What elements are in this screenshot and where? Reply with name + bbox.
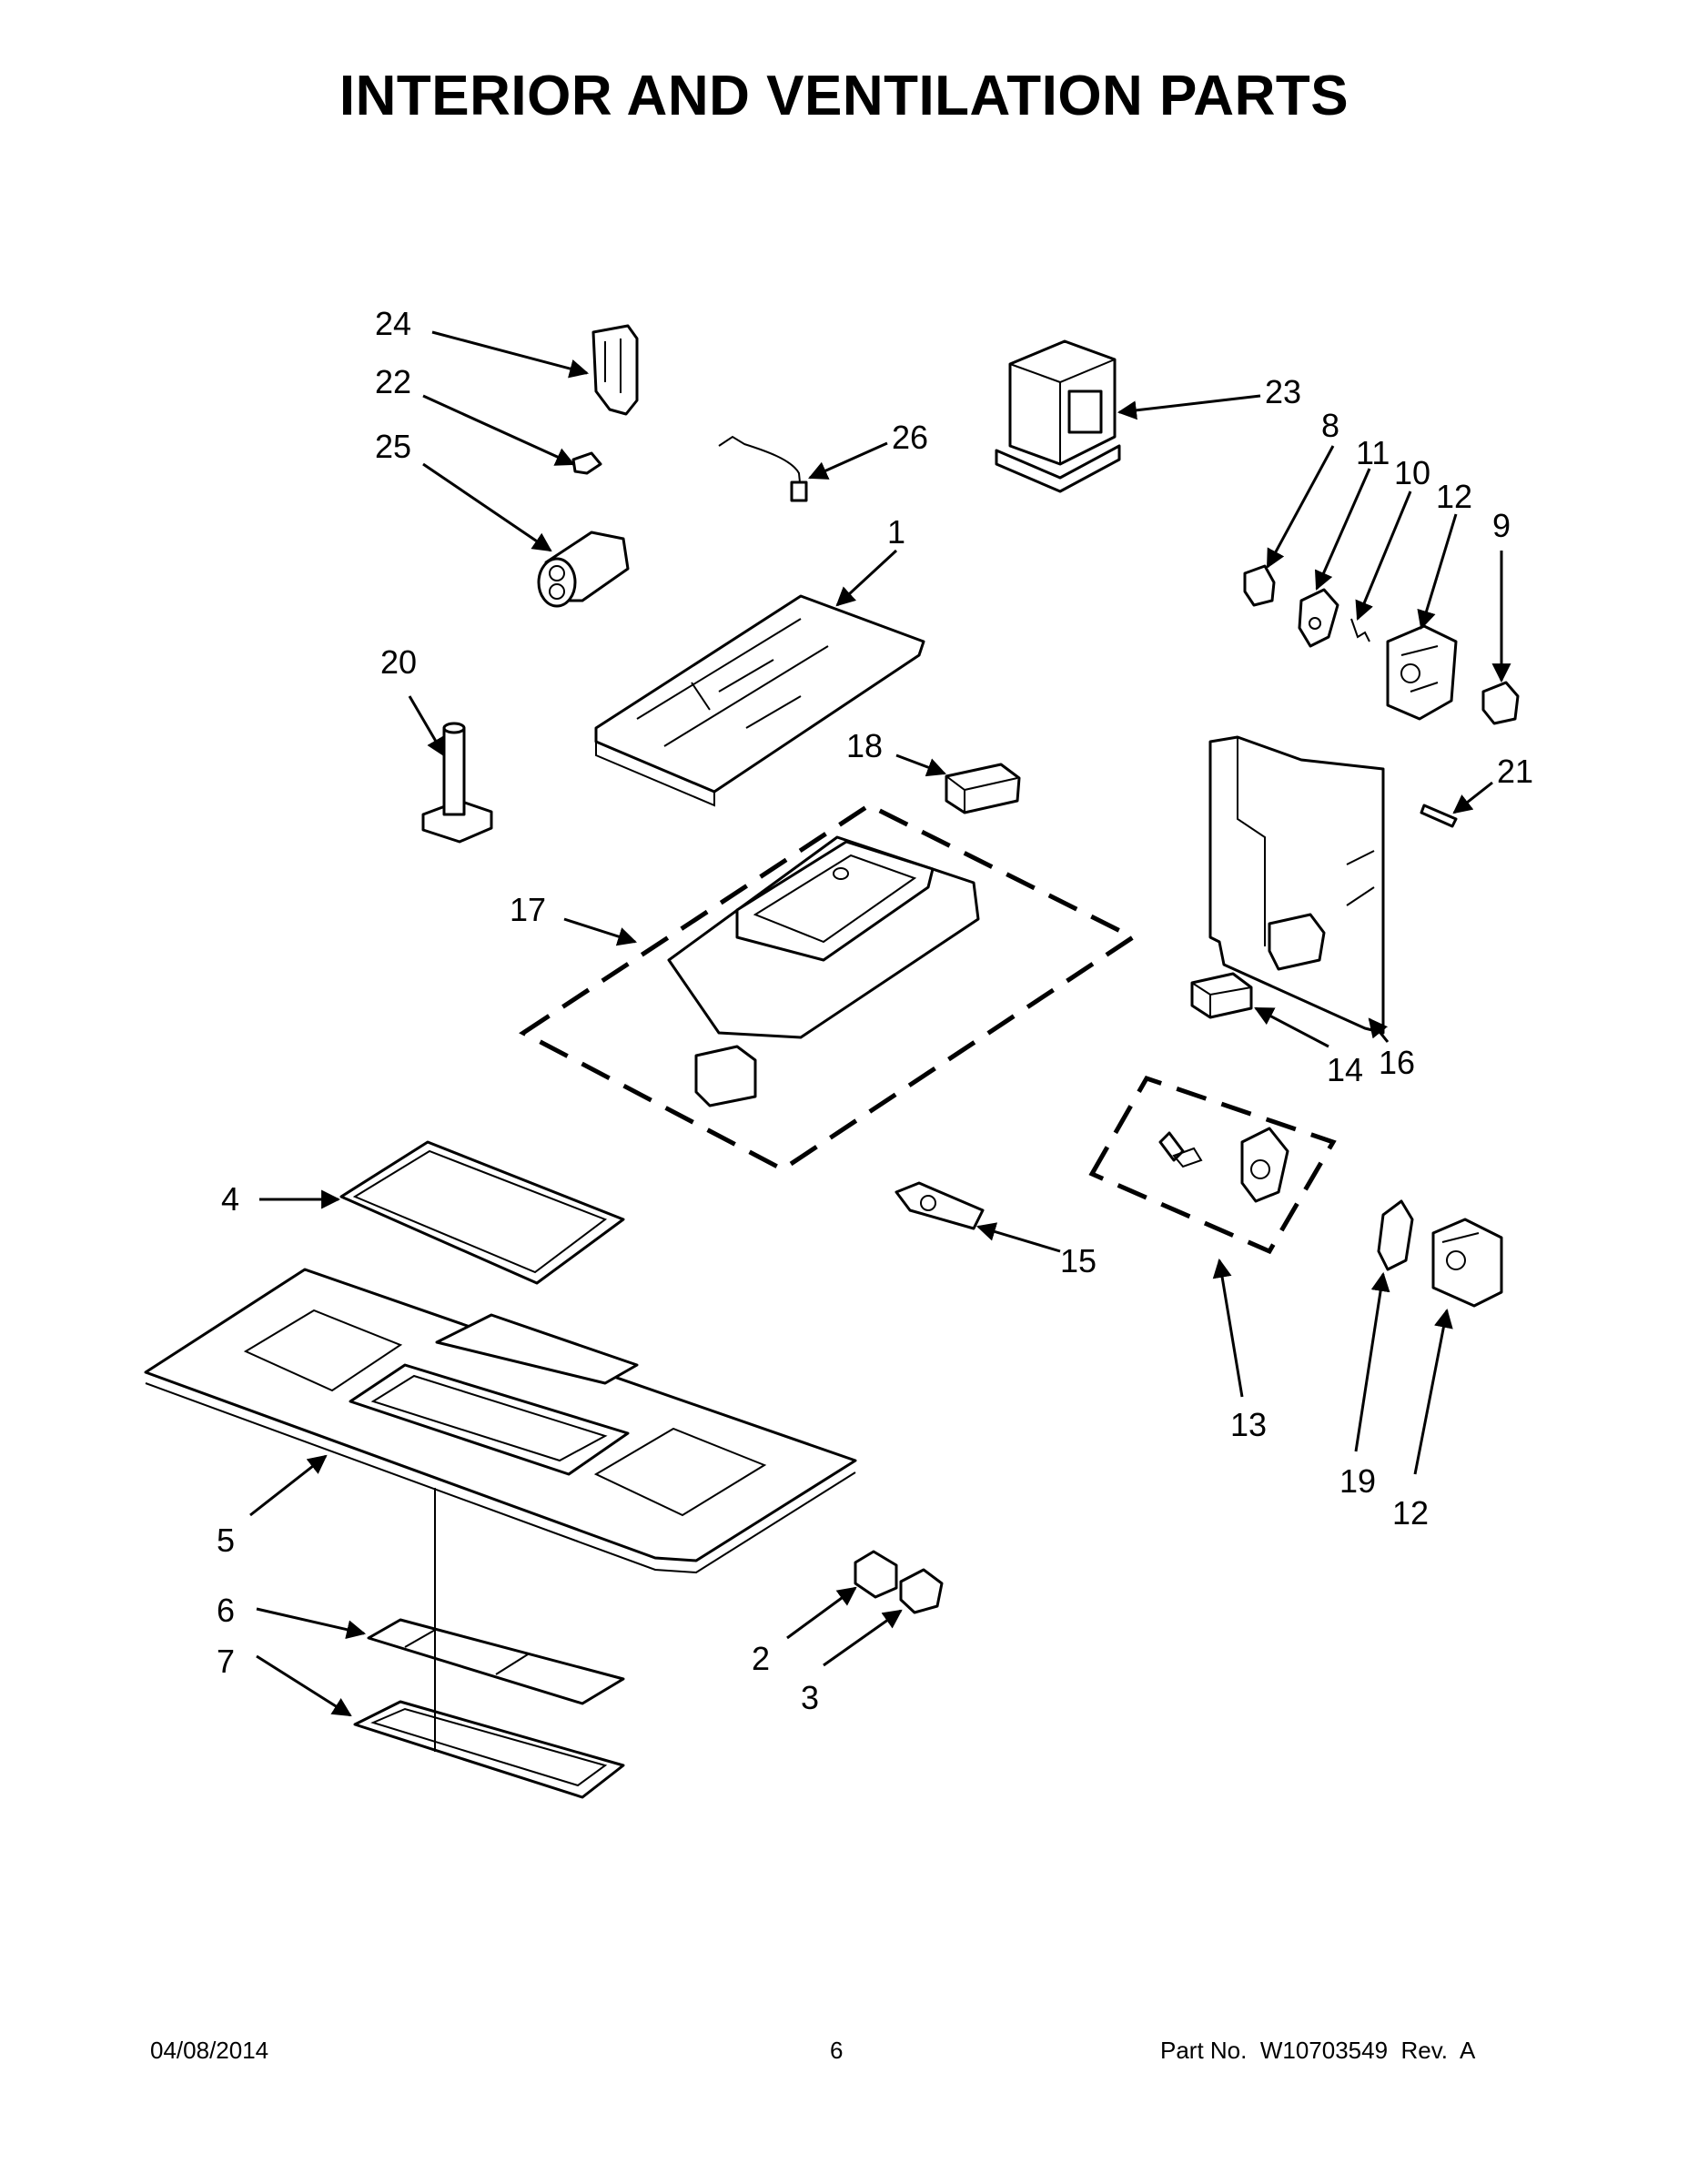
footer-page-number: 6 [830,2037,844,2064]
part-2-lamp-socket [854,1550,898,1599]
callout-12-lower: 12 [1392,1494,1429,1532]
callout-2: 2 [752,1640,770,1677]
part-5-bottom-panel [144,1268,857,1574]
part-8-switch [1243,564,1276,607]
callout-19: 19 [1339,1462,1376,1500]
callout-3: 3 [801,1679,819,1716]
part-26-wire-harness [718,435,808,502]
callout-14: 14 [1327,1051,1363,1088]
callout-15: 15 [1060,1242,1097,1279]
part-6-cover [367,1618,625,1705]
part-18-block [945,763,1021,814]
part-15-plate [895,1181,985,1230]
part-12-latch-upper [1386,624,1458,721]
callout-21: 21 [1497,753,1533,790]
callout-13: 13 [1230,1406,1267,1443]
part-14-block [1190,972,1253,1019]
part-7-frame [353,1700,625,1799]
callout-22: 22 [375,363,411,400]
callout-10: 10 [1394,454,1430,491]
callout-9: 9 [1492,507,1511,544]
callout-8: 8 [1321,407,1339,444]
callout-17: 17 [510,891,546,928]
part-24-bracket [591,324,639,416]
callout-11: 11 [1356,434,1390,471]
callout-1: 1 [887,513,905,551]
part-19-switch [1377,1199,1414,1271]
callout-7: 7 [217,1643,235,1680]
callout-16: 16 [1379,1044,1415,1081]
callout-12-upper: 12 [1436,478,1472,515]
part-23-transformer [995,339,1121,493]
callout-6: 6 [217,1592,235,1629]
part-13-motor-group [1088,1075,1337,1255]
callout-18: 18 [846,727,883,764]
part-3-lamp-holder [899,1568,944,1614]
callout-25: 25 [375,428,411,465]
part-21-pin [1420,804,1458,828]
callout-26: 26 [892,419,928,456]
callout-20: 20 [380,643,417,681]
page-title: INTERIOR AND VENTILATION PARTS [339,65,1349,127]
part-17-duct-group [519,803,1137,1172]
part-10-lever [1350,618,1370,642]
callout-23: 23 [1265,373,1301,410]
callout-5: 5 [217,1522,235,1559]
callout-24: 24 [375,305,411,342]
part-9-switch [1481,681,1520,725]
footer-date: 04/08/2014 [150,2037,269,2064]
footer-part-number: Part No. W10703549 Rev. A [1160,2037,1476,2064]
part-20-stirrer [421,722,493,844]
part-4-filter [339,1140,625,1285]
leader-lines [249,330,1511,1717]
part-12-latch-lower [1431,1218,1503,1308]
part-25-capacitor [537,531,630,608]
part-1-base-plate [594,594,925,807]
callout-4: 4 [221,1180,239,1218]
part-11-switch [1298,588,1339,648]
part-22-clip [571,451,602,475]
